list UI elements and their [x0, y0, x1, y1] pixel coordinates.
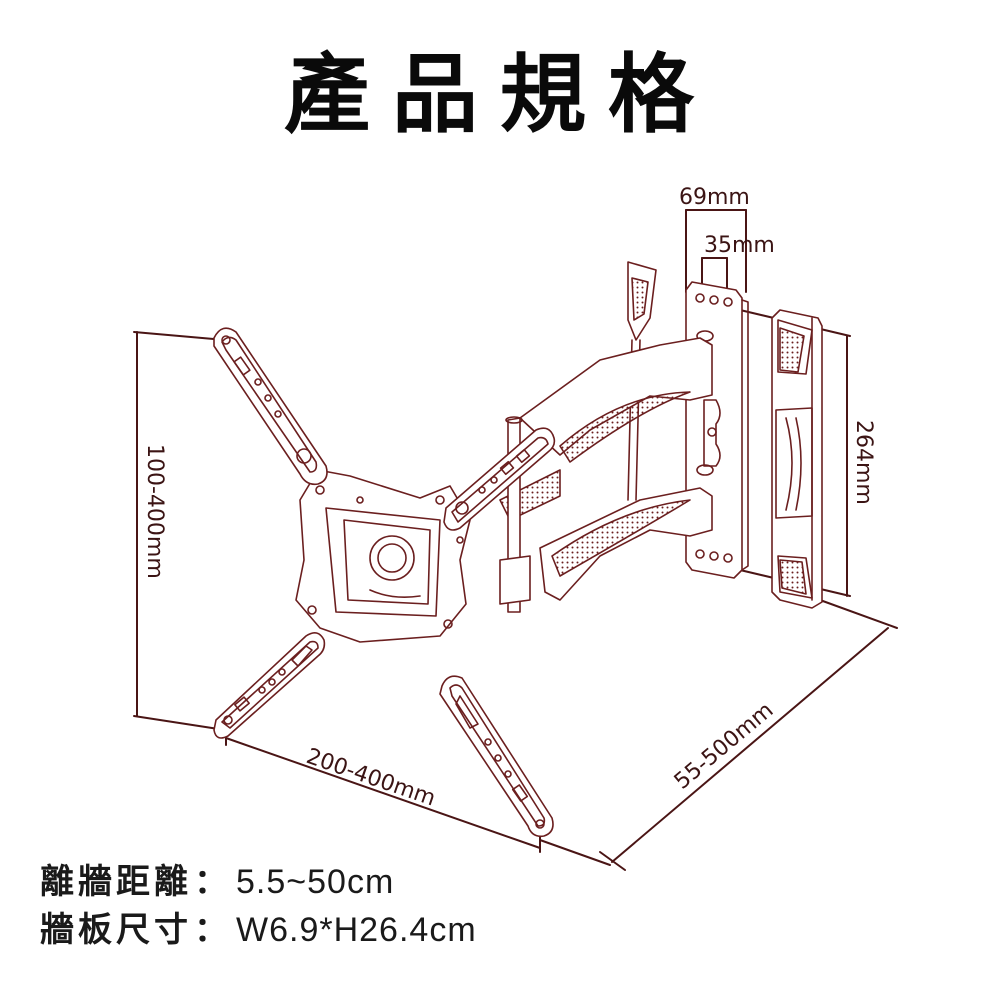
dimension-lines — [133, 209, 898, 871]
vesa-plate — [213, 327, 556, 838]
bracket-arm-upper-left — [213, 327, 328, 486]
dim-label-extension: 55-500mm — [670, 698, 779, 795]
bracket-arm-lower-right — [439, 675, 554, 838]
dim-label-35mm: 35mm — [704, 233, 775, 258]
dim-label-vesa-horizontal: 200-400mm — [303, 744, 439, 812]
articulating-arm — [499, 261, 713, 613]
spec-label: 牆板尺寸 — [40, 910, 192, 950]
spec-separator: ： — [194, 862, 228, 902]
dim-label-vesa-vertical: 100-400mm — [142, 444, 167, 579]
spec-wall-plate-size: 牆板尺寸：W6.9*H26.4cm — [40, 906, 477, 954]
spec-list: 離牆距離：5.5~50cm 牆板尺寸：W6.9*H26.4cm — [40, 858, 477, 954]
spec-value: W6.9*H26.4cm — [236, 911, 477, 949]
dim-label-wall-plate-height: 264mm — [851, 420, 876, 505]
spec-wall-distance: 離牆距離：5.5~50cm — [40, 858, 477, 906]
bracket-arm-upper-right — [443, 427, 556, 531]
dim-label-69mm: 69mm — [679, 185, 750, 210]
spec-separator: ： — [194, 910, 228, 950]
page-title: 產品規格 — [284, 45, 716, 145]
spec-value: 5.5~50cm — [236, 863, 395, 901]
spec-label: 離牆距離 — [40, 862, 192, 902]
bracket-arm-lower-left — [213, 632, 326, 739]
wall-plate — [771, 309, 823, 609]
